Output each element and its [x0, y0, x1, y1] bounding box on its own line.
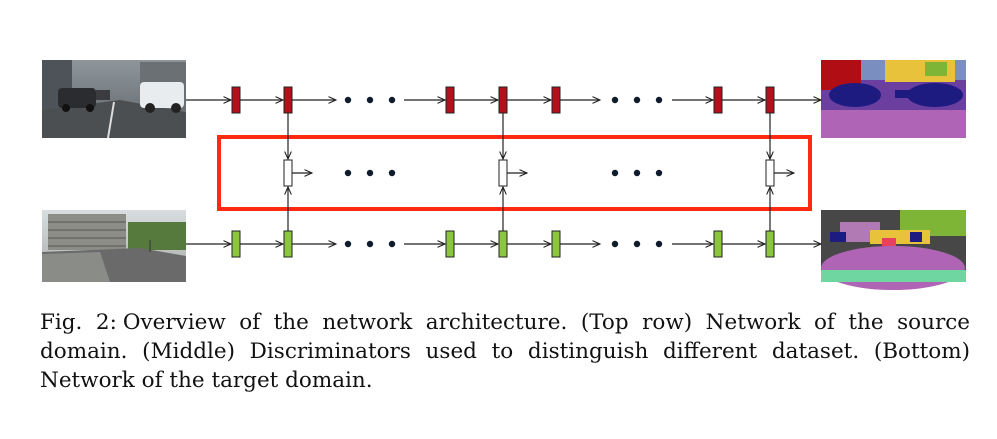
- discriminator-block: [765, 159, 775, 187]
- source-block: [765, 86, 775, 114]
- source-ellipsis-dot: [655, 96, 663, 104]
- source-block: [283, 86, 293, 114]
- target-ellipsis-dot: [633, 240, 641, 248]
- caption-text: Overview of the network architecture. (T…: [40, 310, 970, 393]
- discriminator-highlight-frame: [217, 135, 812, 211]
- target-block: [231, 230, 241, 258]
- target-block: [283, 230, 293, 258]
- target-ellipsis-dot: [344, 240, 352, 248]
- source-block: [713, 86, 723, 114]
- source-ellipsis-dot: [633, 96, 641, 104]
- source-output-segmentation: [821, 60, 966, 138]
- discriminator-ellipsis-dot: [633, 169, 641, 177]
- architecture-diagram: [42, 60, 966, 290]
- source-block: [551, 86, 561, 114]
- source-ellipsis-dot: [344, 96, 352, 104]
- source-input-image: [42, 60, 186, 139]
- figure-caption: Fig. 2:Overview of the network architect…: [40, 308, 970, 395]
- target-ellipsis-dot: [655, 240, 663, 248]
- source-block: [445, 86, 455, 114]
- discriminator-ellipsis-dot: [611, 169, 619, 177]
- discriminator-ellipsis-dot: [388, 169, 396, 177]
- discriminator-ellipsis-dot: [344, 169, 352, 177]
- source-block: [231, 86, 241, 114]
- target-ellipsis-dot: [366, 240, 374, 248]
- target-block: [551, 230, 561, 258]
- network-diagram: [186, 86, 821, 258]
- source-ellipsis-dot: [388, 96, 396, 104]
- discriminator-ellipsis-dot: [366, 169, 374, 177]
- discriminator-block: [283, 159, 293, 187]
- discriminator-block: [498, 159, 508, 187]
- source-block: [498, 86, 508, 114]
- target-block: [445, 230, 455, 258]
- source-ellipsis-dot: [611, 96, 619, 104]
- target-input-image: [42, 210, 186, 282]
- target-block: [713, 230, 723, 258]
- target-ellipsis-dot: [388, 240, 396, 248]
- target-output-segmentation: [821, 210, 966, 290]
- target-ellipsis-dot: [611, 240, 619, 248]
- target-block: [765, 230, 775, 258]
- discriminator-ellipsis-dot: [655, 169, 663, 177]
- caption-label: Fig. 2:: [40, 310, 117, 335]
- source-ellipsis-dot: [366, 96, 374, 104]
- target-block: [498, 230, 508, 258]
